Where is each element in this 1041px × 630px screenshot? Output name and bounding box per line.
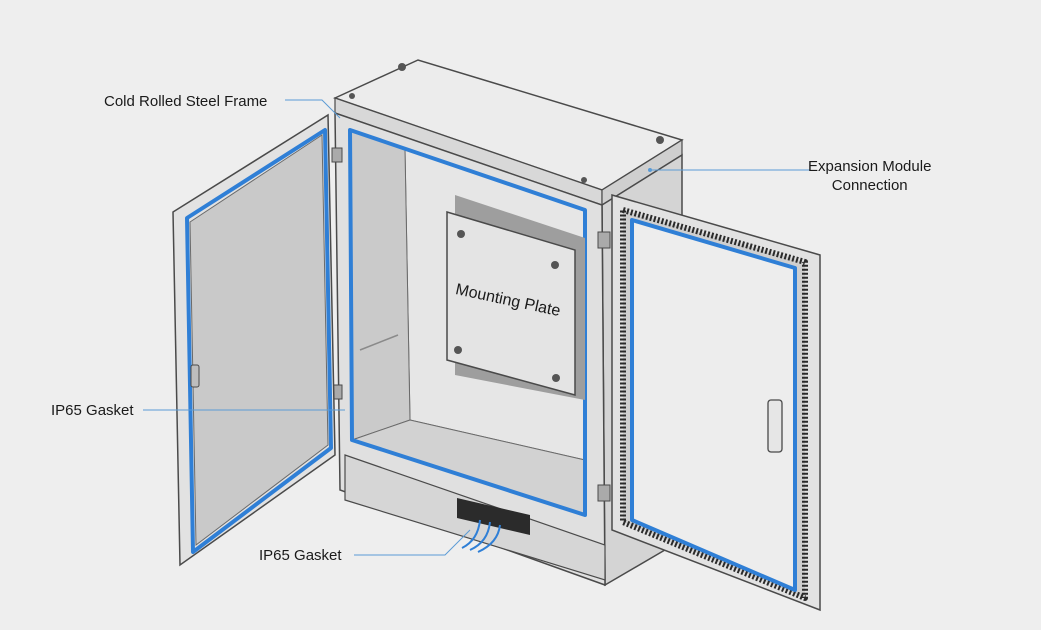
plate-screw-3 (454, 346, 462, 354)
mounting-plate (446, 210, 576, 396)
right-door-handle (767, 399, 783, 453)
hinge-left-top (331, 147, 343, 163)
label-ip65-gasket-bottom: IP65 Gasket (259, 547, 342, 564)
top-screw-2 (656, 136, 664, 144)
hinge-right-bottom (597, 484, 611, 502)
leader-gasket-bottom (354, 529, 471, 556)
left-door-latch (190, 364, 200, 388)
interior-slot (359, 334, 399, 351)
hinge-right-top (597, 231, 611, 249)
top-screw-3 (349, 93, 355, 99)
label-expansion-module-connection: Expansion Module Connection (808, 157, 931, 195)
label-cold-rolled-steel-frame: Cold Rolled Steel Frame (104, 93, 268, 110)
leader-expansion-dot (648, 168, 652, 172)
plate-screw-2 (551, 261, 559, 269)
frame-gasket (348, 128, 587, 517)
label-expansion-line1: Expansion Module (808, 158, 932, 175)
label-ip65-gasket-side: IP65 Gasket (51, 402, 134, 419)
leader-frame (285, 99, 341, 119)
plate-screw-1 (457, 230, 465, 238)
top-screw-4 (581, 177, 587, 183)
top-screw-1 (398, 63, 406, 71)
terminal-wires (461, 519, 501, 553)
label-expansion-line2: Connection (831, 177, 908, 194)
plate-screw-4 (552, 374, 560, 382)
left-door-inner-panel (189, 134, 329, 546)
terminal-block (457, 498, 530, 535)
right-door-inner-panel (630, 218, 797, 592)
cabinet-interior-left-wall (349, 129, 411, 441)
left-door-gasket (185, 128, 333, 554)
